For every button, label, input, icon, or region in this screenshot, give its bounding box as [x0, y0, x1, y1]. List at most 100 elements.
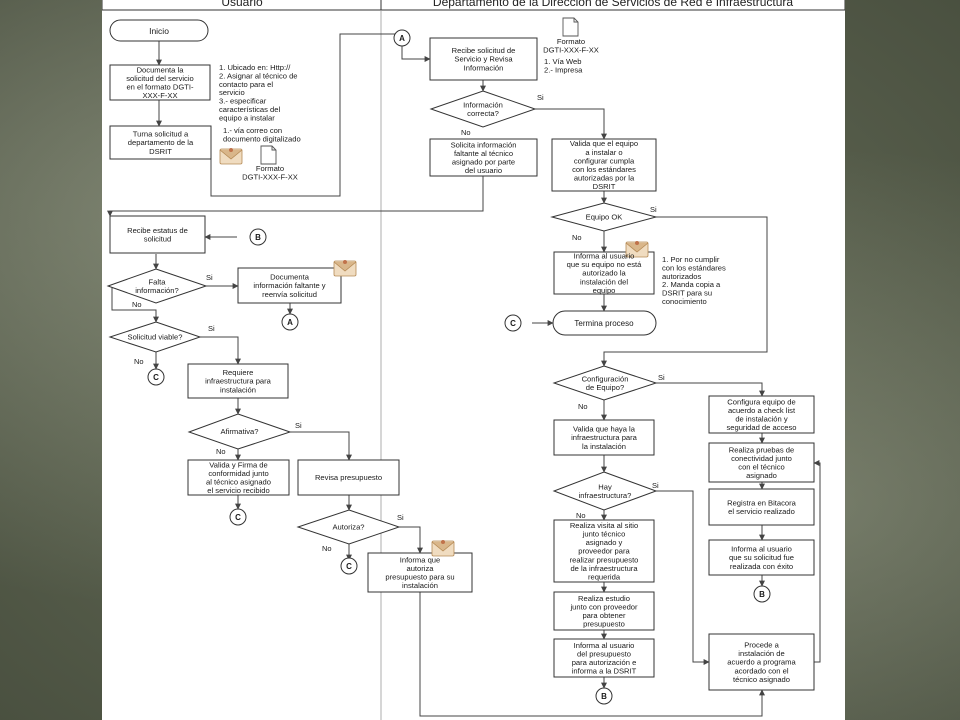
connector-a-bottom-label: A [287, 318, 293, 327]
decision-equipo-ok [550, 202, 658, 232]
header-row: Usuario Departamento de la Dirección de … [102, 0, 845, 720]
node-solicita-info-label-line: del usuario [465, 166, 502, 175]
note-ubicado-line: servicio [219, 88, 245, 97]
node-turna-label-line: Turna solicitud a [133, 130, 189, 139]
node-realiza-visita-label-line: de la infraestructura [570, 564, 638, 573]
edge-label-no: No [134, 357, 144, 366]
node-documenta-label-line: solicitud del servicio [126, 74, 194, 83]
node-realiza-estudio-label-line: para obtener [582, 611, 626, 620]
edge-label-si: Si [652, 481, 659, 490]
node-valida-firma [187, 459, 290, 496]
node-solicita-info-label-line: Solicita información [451, 140, 517, 149]
node-requiere-infra-label-line: Requiere [223, 368, 254, 377]
decision-info-correcta [429, 90, 537, 128]
edge-label-si: Si [650, 205, 657, 214]
node-documenta-faltante-label-line: Documenta [270, 273, 310, 282]
decision-equipo-ok-label: Equipo OK [586, 213, 623, 222]
node-recibe-estatus [109, 215, 206, 254]
node-inicio-label: Inicio [149, 26, 169, 36]
node-documenta-label-line: XXX-F-XX [142, 91, 177, 100]
decision-info-correcta-label-line: Información [463, 100, 503, 109]
decision-hay-infraestructura [552, 471, 658, 511]
node-solicita-info-label-line: faltante al técnico [454, 149, 513, 158]
node-valida-equipo-label-line: autorizadas por la [574, 174, 635, 183]
decision-autoriza [296, 509, 401, 545]
edge-label-no: No [578, 402, 588, 411]
node-configura-equipo-label-line: Configura equipo de [727, 397, 795, 406]
connector-b-left: B [249, 228, 267, 246]
envelope-icon [333, 259, 357, 277]
connector-c-termina: C [504, 314, 522, 332]
node-inicio: Inicio [109, 19, 209, 42]
node-realiza-pruebas-label-line: con el técnico [738, 462, 784, 471]
note-por-no-cumplir-line: conocimiento [662, 297, 707, 306]
note-por-no-cumplir-line: 2. Manda copia a [662, 280, 721, 289]
node-registra-bitacora [708, 488, 815, 526]
edge-label-no: No [132, 300, 142, 309]
edge-label-si: Si [658, 373, 665, 382]
note-por-no-cumplir-line: 1. Por no cumplir [662, 255, 720, 264]
node-recibe-solicitud-label-line: Información [464, 63, 504, 72]
decision-hay-infraestructura-label-line: infraestructura? [579, 491, 632, 500]
node-realiza-visita-label-line: realizar presupuesto [570, 555, 639, 564]
note-por-no-cumplir-line: DSRIT para su [662, 289, 712, 298]
node-termina-proceso-label: Termina proceso [574, 319, 634, 328]
node-documenta-label-line: en el formato DGTI- [126, 82, 194, 91]
flowchart-diagram: Usuario Departamento de la Dirección de … [102, 0, 845, 720]
node-informa-autoriza [367, 552, 473, 593]
note-formato-top-line: Formato [557, 37, 585, 46]
node-solicita-info [429, 138, 538, 177]
node-realiza-estudio-label-line: junto con proveedor [569, 602, 638, 611]
node-turna-label-line: departamento de la [128, 138, 194, 147]
node-procede-instalacion-label-line: Procede a [744, 640, 779, 649]
connector-a-top: A [393, 29, 411, 47]
node-valida-firma-label-line: conformidad junto [208, 469, 268, 478]
node-revisa-presupuesto-label: Revisa presupuesto [315, 473, 382, 482]
node-procede-instalacion-label-line: acuerdo a programa [727, 658, 796, 667]
decision-afirmativa [187, 413, 292, 450]
node-documenta-faltante [237, 267, 342, 304]
note-ubicado: 1. Ubicado en: Http://2. Asignar al técn… [219, 63, 298, 122]
node-informa-autoriza-label-line: instalación [402, 581, 438, 590]
connector-b-left-label: B [255, 233, 261, 242]
node-procede-instalacion-label-line: acordado con el [734, 666, 788, 675]
connector-c-viable: C [147, 368, 165, 386]
note-ubicado-line: 3.- especificar [219, 97, 267, 106]
node-realiza-visita-label-line: junto técnico [582, 529, 626, 538]
connector-b-right: B [753, 585, 771, 603]
node-informa-presupuesto-label-line: Informa al usuario [574, 641, 635, 650]
node-realiza-visita-label-line: asignado y [586, 538, 623, 547]
note-por-no-cumplir-line: autorizados [662, 272, 701, 281]
node-procede-instalacion-label-line: técnico asignado [733, 675, 790, 684]
note-text-layer: 1. Ubicado en: Http://2. Asignar al técn… [219, 37, 726, 306]
node-realiza-estudio-label-line: Realiza estudio [578, 594, 630, 603]
decision-falta-informacion-label-line: información? [135, 286, 178, 295]
node-valida-equipo-label-line: Valida que el equipo [570, 139, 638, 148]
node-informa-no-autorizado-label-line: instalación del [580, 277, 628, 286]
node-configura-equipo-label-line: acuerdo a check list [728, 406, 796, 415]
node-turna-label-line: DSRIT [149, 147, 172, 156]
node-valida-equipo-label-line: DSRIT [593, 182, 616, 191]
note-via-line: 2.- Impresa [544, 65, 583, 74]
decision-autoriza-label: Autoriza? [332, 523, 364, 532]
note-correo-line: documento digitalizado [223, 134, 301, 143]
note-ubicado-line: 1. Ubicado en: Http:// [219, 63, 291, 72]
node-realiza-visita-label-line: Realiza visita al sitio [570, 521, 638, 530]
note-ubicado-line: equipo a instalar [219, 113, 275, 122]
node-informa-presupuesto-label-line: informa a la DSRIT [572, 667, 637, 676]
decision-falta-informacion-label-line: Falta [149, 277, 167, 286]
edge-label-si: Si [397, 513, 404, 522]
flow-edges [107, 33, 821, 717]
connector-c-autoriza-label: C [346, 562, 352, 571]
connector-b-center: B [595, 687, 613, 705]
